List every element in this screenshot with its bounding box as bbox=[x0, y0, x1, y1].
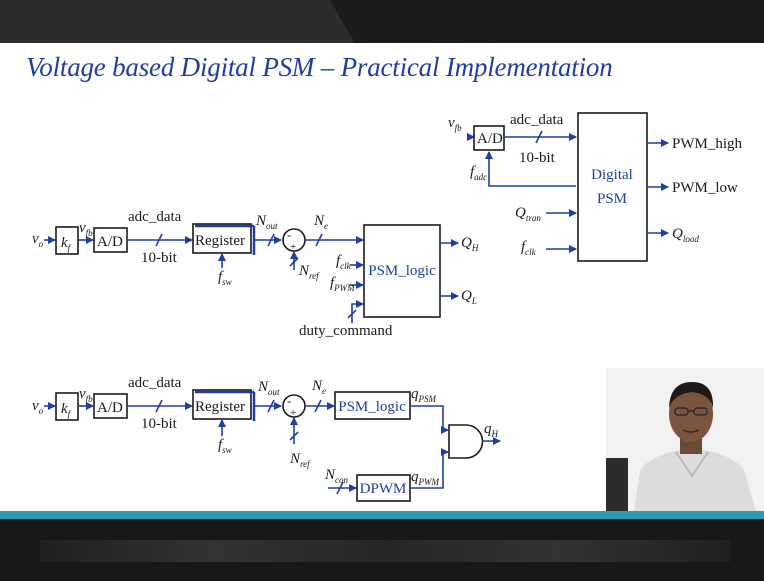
fsw-label: fsw bbox=[218, 269, 232, 287]
qload-label: Qload bbox=[672, 226, 699, 244]
psm-logic-label: PSM_logic bbox=[338, 399, 406, 415]
qtran-label: Qtran bbox=[515, 205, 541, 223]
ad-label: A/D bbox=[97, 400, 123, 416]
ql-label: QL bbox=[461, 288, 477, 306]
nref-label: Nref bbox=[298, 263, 320, 281]
qh-output-label: qH bbox=[484, 421, 499, 439]
qpsm-line bbox=[410, 405, 449, 434]
bus-slash bbox=[315, 233, 323, 247]
adc-data-label: adc_data bbox=[510, 112, 564, 128]
qpsm-label: qPSM bbox=[411, 386, 436, 404]
plus-sign: + bbox=[290, 407, 296, 419]
dpwm-label: DPWM bbox=[360, 481, 407, 497]
adc-data-label: adc_data bbox=[128, 375, 182, 391]
minus-sign: - bbox=[287, 393, 291, 408]
duty-command-label: duty_command bbox=[299, 323, 393, 339]
bus-slash bbox=[267, 233, 275, 247]
psm-logic-block bbox=[363, 224, 441, 318]
top-banner-shape bbox=[0, 0, 764, 43]
kf-label: kf bbox=[61, 235, 72, 253]
psm-dpwm-diagram bbox=[44, 389, 501, 502]
and-gate bbox=[448, 424, 484, 459]
digital-psm-diagram bbox=[467, 112, 669, 262]
duty-arrow bbox=[351, 300, 364, 323]
register-label: Register bbox=[195, 233, 245, 249]
nref-label: Nref bbox=[289, 451, 311, 469]
bus-slash bbox=[347, 309, 357, 319]
presenter-shirt bbox=[634, 448, 756, 511]
bus-slash bbox=[267, 399, 275, 413]
bus-slash bbox=[535, 130, 543, 144]
fadc-arrow bbox=[485, 151, 576, 187]
vfb-label: vfb bbox=[79, 220, 93, 238]
nout-label: Nout bbox=[255, 213, 278, 231]
vfb-label: vfb bbox=[79, 386, 93, 404]
bottom-accent-bar bbox=[0, 511, 764, 519]
psm-logic-block bbox=[334, 391, 411, 420]
minus-sign: - bbox=[287, 227, 291, 242]
bus-slash bbox=[155, 233, 163, 247]
bus-slash bbox=[314, 399, 322, 413]
bus-slash bbox=[289, 257, 299, 267]
ad-label: A/D bbox=[477, 131, 503, 147]
presenter-hair bbox=[669, 382, 714, 408]
bits-label: 10-bit bbox=[141, 250, 178, 266]
bus-slash bbox=[336, 481, 344, 495]
ncon-label: Ncon bbox=[324, 467, 349, 485]
plus-sign: + bbox=[290, 241, 296, 253]
pwm-low-label: PWM_low bbox=[672, 180, 738, 196]
digital-psm-block bbox=[577, 112, 648, 262]
bus-slash bbox=[289, 431, 299, 441]
fclk-label: fclk bbox=[336, 253, 352, 271]
register-label: Register bbox=[195, 399, 245, 415]
ad-converter-block bbox=[473, 125, 505, 151]
ne-label: Ne bbox=[313, 213, 328, 231]
qh-label: QH bbox=[461, 235, 479, 253]
adc-data-label: adc_data bbox=[128, 209, 182, 225]
bits-label: 10-bit bbox=[519, 150, 556, 166]
nout-label: Nout bbox=[257, 379, 280, 397]
bottom-banner-shade bbox=[40, 540, 730, 562]
ad-label: A/D bbox=[97, 234, 123, 250]
ad-converter-block bbox=[93, 393, 128, 419]
kf-label: kf bbox=[61, 401, 72, 419]
vo-label: vo bbox=[32, 231, 44, 249]
psm-logic-diagram bbox=[44, 223, 459, 323]
presenter-video bbox=[606, 368, 764, 511]
qpwm-label: qPWM bbox=[411, 469, 439, 487]
bus-slash bbox=[155, 399, 163, 413]
register-block bbox=[192, 389, 252, 420]
ne-label: Ne bbox=[311, 378, 326, 396]
vfb-label: vfb bbox=[448, 115, 462, 133]
fadc-label: fadc bbox=[470, 164, 487, 182]
psm-block-line2: PSM bbox=[597, 191, 627, 207]
pwm-high-label: PWM_high bbox=[672, 136, 743, 152]
chair-back bbox=[606, 458, 628, 511]
fsw-label: fsw bbox=[218, 437, 232, 455]
fclk-label: fclk bbox=[521, 239, 537, 257]
psm-logic-label: PSM_logic bbox=[368, 263, 436, 279]
presenter-face bbox=[669, 386, 713, 442]
bits-label: 10-bit bbox=[141, 416, 178, 432]
vo-label: vo bbox=[32, 398, 44, 416]
fpwm-label: fPWM bbox=[330, 275, 355, 293]
psm-block-line1: Digital bbox=[591, 167, 633, 183]
slide-title: Voltage based Digital PSM – Practical Im… bbox=[26, 52, 613, 82]
qpwm-line bbox=[410, 448, 449, 489]
